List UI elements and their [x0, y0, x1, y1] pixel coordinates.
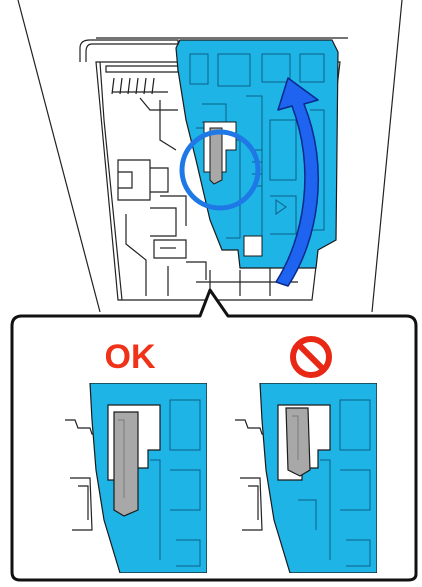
ok-panel [65, 383, 207, 573]
ok-label: OK [98, 340, 162, 374]
ng-panel [235, 383, 377, 573]
